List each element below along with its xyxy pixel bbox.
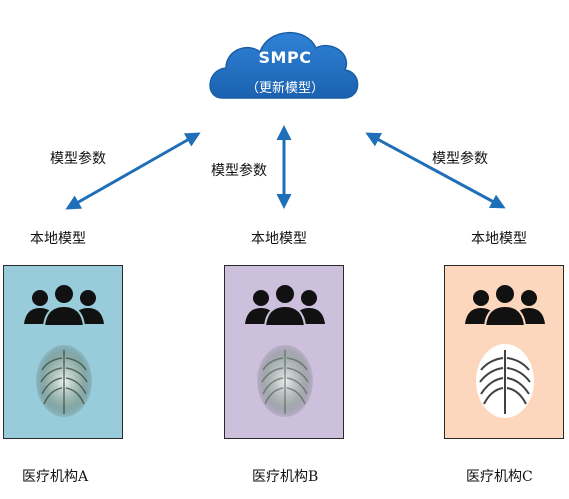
card-a-art bbox=[24, 283, 104, 417]
server-subtitle: （更新模型） bbox=[245, 81, 324, 96]
institution-name-a: 医疗机构A bbox=[22, 469, 89, 485]
chest-xray-image bbox=[476, 344, 534, 418]
people-group-icon bbox=[245, 283, 325, 327]
arrow-left bbox=[65, 132, 201, 210]
local-model-label-a: 本地模型 bbox=[30, 231, 86, 247]
chest-xray-image bbox=[36, 345, 92, 417]
card-b-art bbox=[245, 283, 325, 417]
local-model-label-c: 本地模型 bbox=[471, 231, 527, 247]
institution-card-c bbox=[444, 265, 564, 439]
institution-name-c: 医疗机构C bbox=[466, 469, 533, 485]
link-label-center: 模型参数 bbox=[211, 163, 267, 179]
link-label-left: 模型参数 bbox=[50, 151, 106, 167]
institution-card-a bbox=[3, 265, 123, 439]
people-group-icon bbox=[465, 283, 545, 327]
link-label-right: 模型参数 bbox=[432, 151, 488, 167]
institution-name-b: 医疗机构B bbox=[252, 469, 319, 485]
chest-xray-image bbox=[257, 345, 313, 417]
local-model-label-b: 本地模型 bbox=[251, 231, 307, 247]
server-title: SMPC bbox=[258, 48, 312, 67]
people-group-icon bbox=[24, 283, 104, 327]
arrow-right bbox=[365, 132, 506, 209]
smpc-cloud bbox=[209, 32, 359, 99]
card-c-art bbox=[465, 283, 545, 418]
institution-card-b bbox=[224, 265, 344, 439]
